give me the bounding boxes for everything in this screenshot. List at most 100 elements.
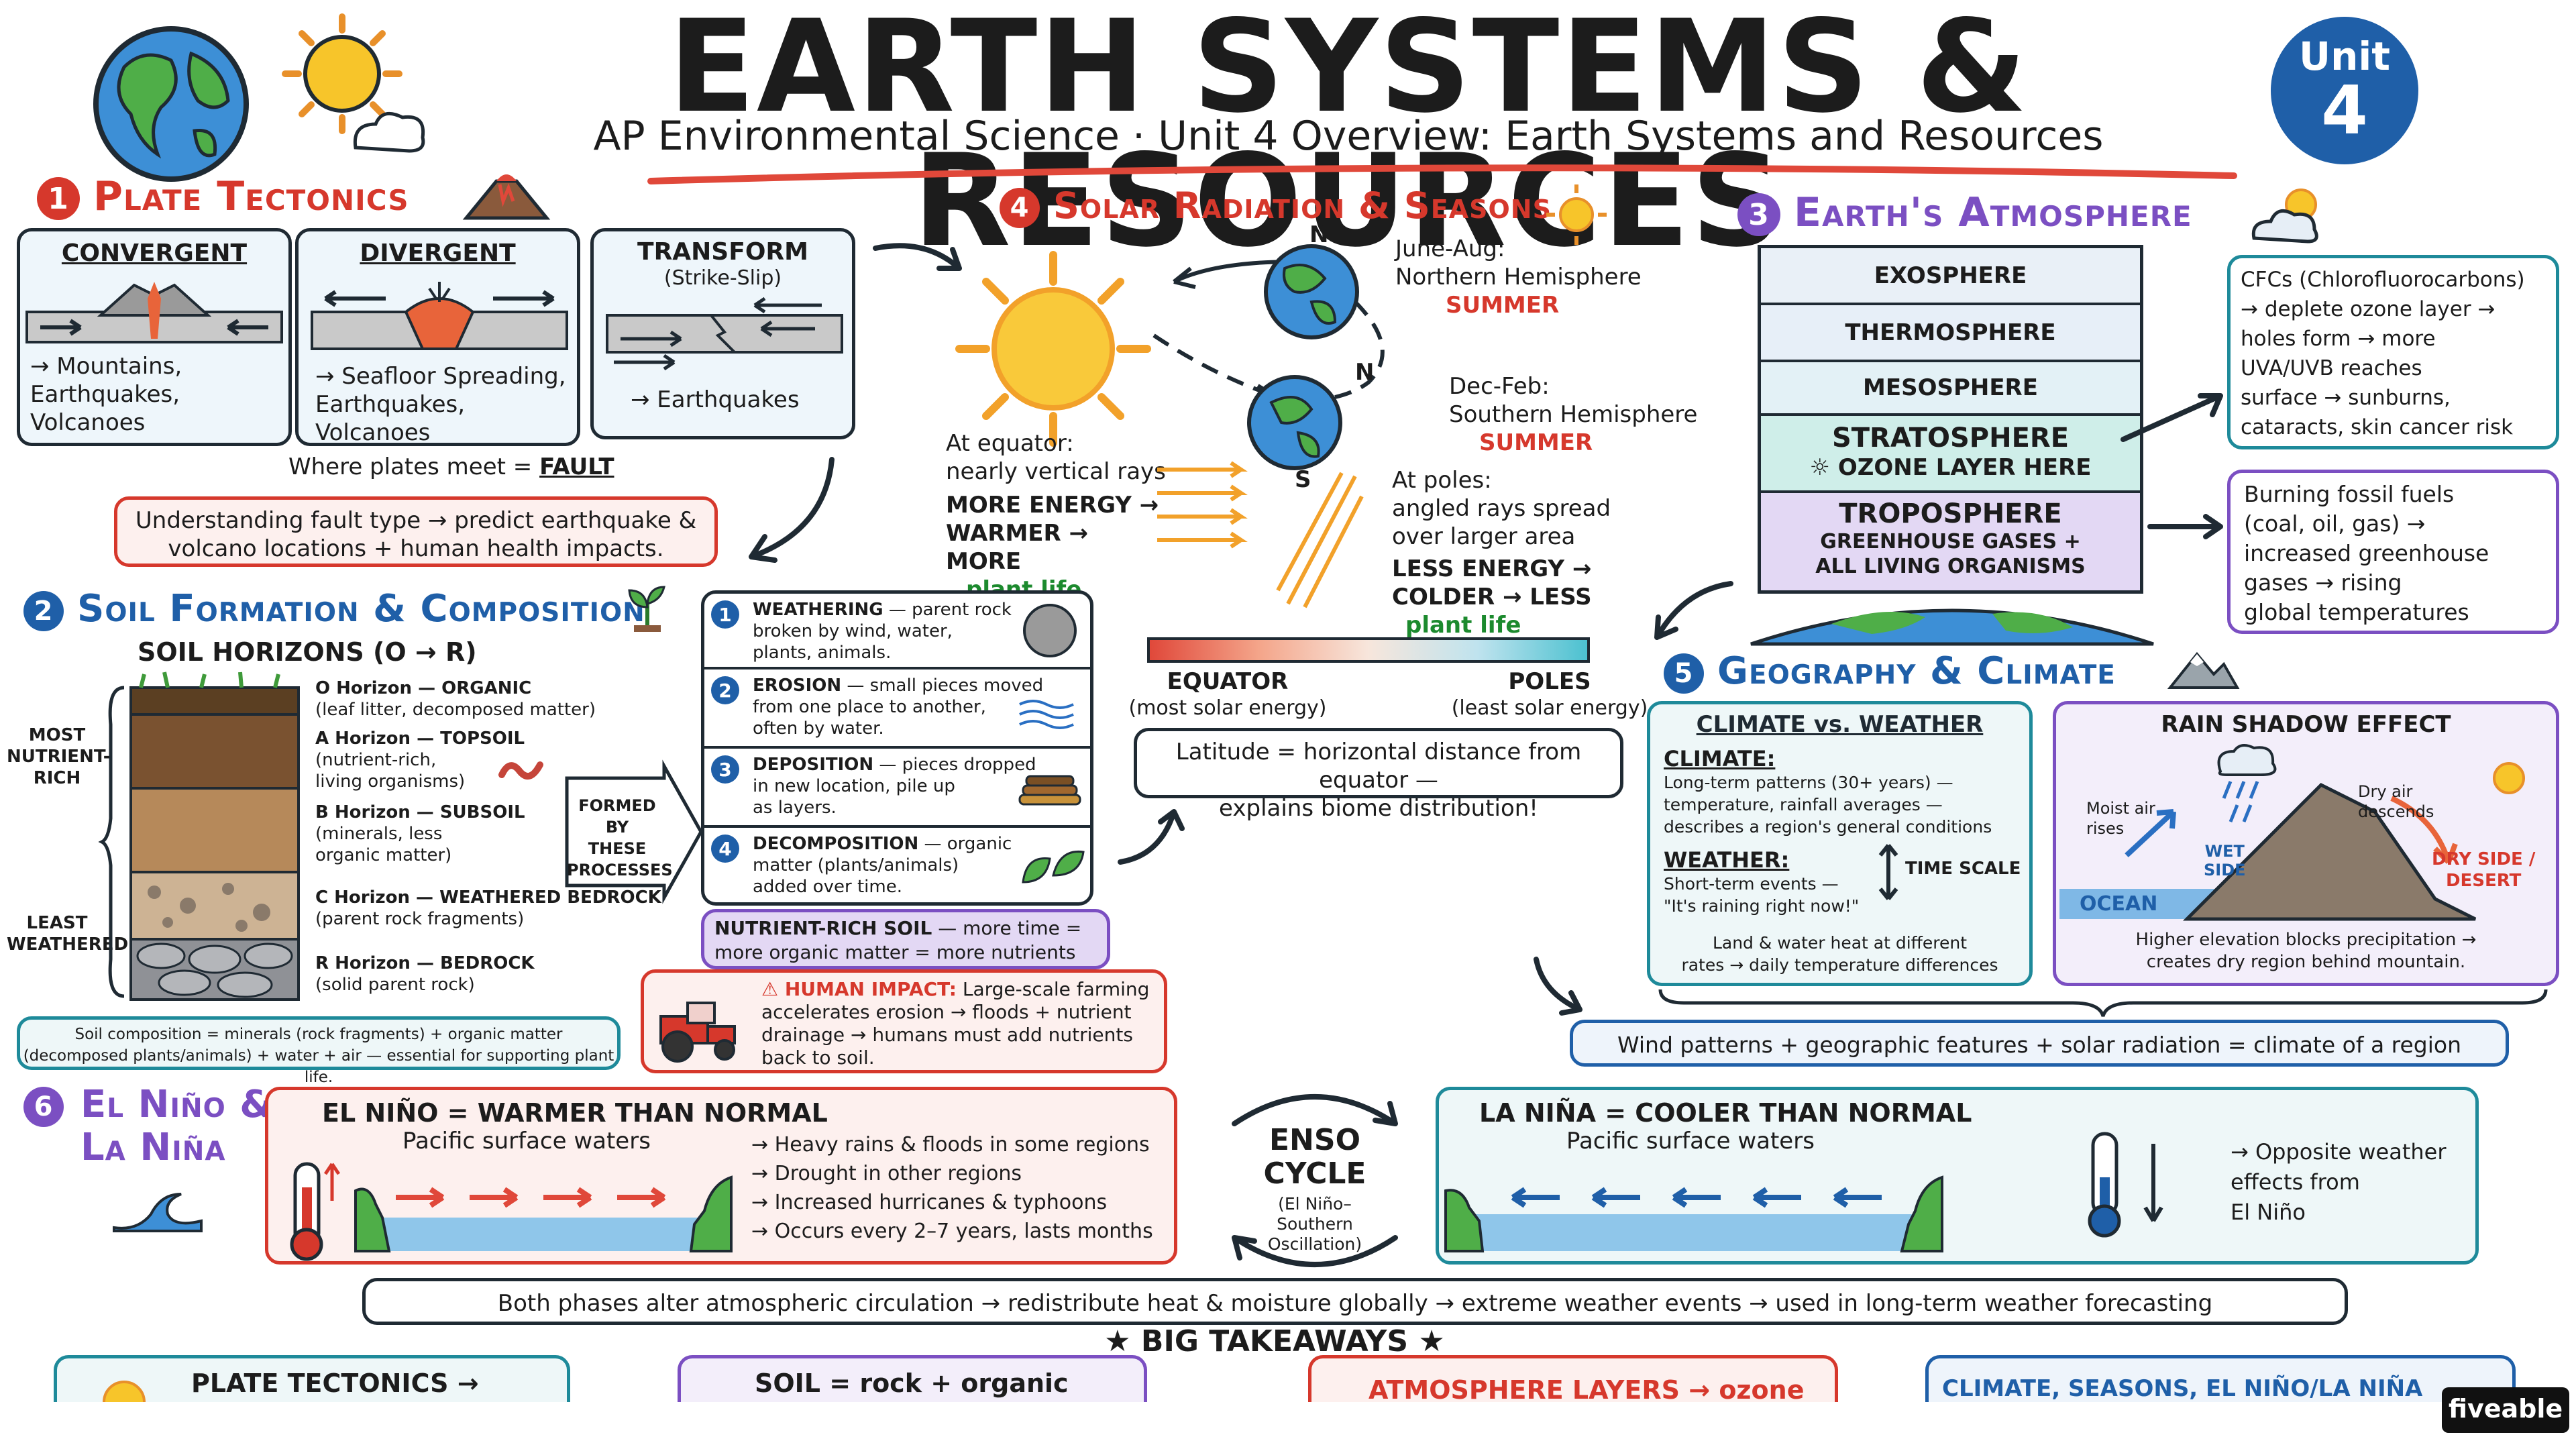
arrow-atmo-to-geo — [1644, 577, 1737, 644]
equator-energy: MORE ENERGY → WARMER → MORE — [946, 492, 1159, 575]
worm-icon — [496, 751, 550, 785]
ozone-note: ☼ OZONE LAYER HERE — [1809, 454, 2092, 481]
solar-title-sun-icon — [1543, 181, 1610, 248]
time-scale-label: TIME SCALE — [1905, 859, 2021, 879]
moist-air-label: Moist air rises — [2086, 799, 2155, 838]
enso-title-text: El Niño & La Niña — [80, 1083, 274, 1169]
la-nina-subtitle: Pacific surface waters — [1566, 1128, 1815, 1155]
ocean-label: OCEAN — [2080, 892, 2158, 916]
nutrient-rich-box: NUTRIENT-RICH SOIL — more time = more or… — [701, 909, 1110, 969]
globe-south-label: S — [1295, 466, 1311, 493]
horizon-o-name: O Horizon — ORGANIC — [315, 678, 532, 698]
convergent-title: CONVERGENT — [61, 239, 248, 267]
enso-title: 6 El Niño & La Niña — [23, 1083, 273, 1169]
dec-feb-season: SUMMER — [1479, 429, 1593, 456]
latitude-note: Latitude = horizontal distance from equa… — [1134, 728, 1623, 822]
layer-exosphere: EXOSPHERE — [1761, 248, 2140, 305]
divergent-card: DIVERGENT → Seafloor Spreading, Earthqua… — [295, 228, 580, 446]
orbit-diagram: N N S — [1134, 221, 1483, 503]
processes-box: 1 WEATHERING — parent rock broken by win… — [701, 590, 1093, 906]
divergent-title: DIVERGENT — [360, 239, 516, 267]
process-erosion-desc: — small pieces moved from one place to a… — [753, 676, 1044, 739]
arrow-strat-to-cfc — [2120, 389, 2227, 443]
transform-card: TRANSFORM (Strike-Slip) → Earthquakes — [590, 228, 855, 439]
page-subtitle: AP Environmental Science · Unit 4 Overvi… — [593, 113, 2104, 160]
land-water-note: Land & water heat at different rates → d… — [1681, 933, 1998, 975]
human-impact-title: ⚠ HUMAN IMPACT: — [761, 978, 957, 1000]
process-erosion-name: EROSION — [753, 676, 842, 696]
section-number-5: 5 — [1664, 653, 1704, 694]
most-nutrient-label: MOST NUTRIENT- RICH — [7, 725, 111, 788]
process-erosion: 2 EROSION — small pieces moved from one … — [704, 669, 1090, 749]
el-nino-box: EL NIÑO = WARMER THAN NORMAL Pacific sur… — [265, 1087, 1177, 1265]
dec-feb-note: Dec-Feb: Southern Hemisphere SUMMER — [1449, 372, 1717, 457]
weather-label: WEATHER: — [1664, 847, 1790, 873]
layer-stratosphere: STRATOSPHERE ☼ OZONE LAYER HERE — [1761, 416, 2140, 493]
el-nino-effects: → Heavy rains & floods in some regions →… — [751, 1133, 1153, 1243]
horizon-o-desc: (leaf litter, decomposed matter) — [315, 700, 596, 720]
horizon-r-desc: (solid parent rock) — [315, 975, 475, 995]
process-number-1: 1 — [711, 600, 739, 629]
climate-weather-title: CLIMATE vs. WEATHER — [1696, 711, 1984, 738]
section-number-6: 6 — [23, 1087, 64, 1127]
arrow-plate-to-soil — [738, 456, 839, 564]
wave-icon — [111, 1174, 205, 1234]
poles-rays — [1275, 470, 1368, 617]
formed-by-label: FORMED BY THESE PROCESSES — [567, 796, 673, 879]
horizon-a-desc: (nutrient-rich, living organisms) — [315, 750, 466, 792]
climate-label: CLIMATE: — [1664, 746, 1776, 771]
horizon-b-name: B Horizon — SUBSOIL — [315, 802, 525, 822]
enso-cycle-subtitle: (El Niño– Southern Oscillation) — [1267, 1194, 1362, 1254]
transform-title: TRANSFORM — [637, 238, 808, 266]
takeaway-soil: SOIL = rock + organic matter — [678, 1355, 1147, 1402]
wet-side-label: WET SIDE — [2204, 842, 2246, 879]
process-decomposition-name: DECOMPOSITION — [753, 834, 919, 854]
plate-tectonics-title: 1 Plate Tectonics — [37, 173, 409, 221]
human-impact-text: Large-scale farming accelerates erosion … — [761, 978, 1150, 1069]
unit-badge-number: 4 — [2321, 71, 2368, 150]
poles-note: At poles: angled rays spread over larger… — [1392, 466, 1627, 639]
la-nina-down-arrow — [2140, 1140, 2167, 1228]
layer-thermosphere: THERMOSPHERE — [1761, 305, 2140, 362]
el-nino-subtitle: Pacific surface waters — [402, 1128, 651, 1155]
formed-by-arrow: FORMED BY THESE PROCESSES — [564, 759, 704, 904]
process-deposition-desc: — pieces dropped in new location, pile u… — [753, 755, 1036, 818]
section-number-1: 1 — [37, 177, 80, 221]
nutrient-rich-title: NUTRIENT-RICH SOIL — [714, 917, 932, 939]
weather-text: Short-term events — "It's raining right … — [1664, 874, 1860, 916]
unit-badge-label: Unit — [2299, 34, 2390, 79]
big-sun-icon — [953, 248, 1154, 449]
process-number-4: 4 — [711, 835, 739, 863]
process-number-2: 2 — [711, 676, 739, 704]
june-aug-season: SUMMER — [1446, 292, 1560, 319]
dry-side-label: DRY SIDE / DESERT — [2432, 849, 2536, 891]
rain-shadow-title: RAIN SHADOW EFFECT — [2161, 711, 2451, 738]
soil-bracket — [98, 684, 127, 1000]
june-aug-label: June-Aug: Northern Hemisphere — [1395, 235, 1642, 290]
fault-note: Where plates meet = FAULT — [288, 453, 691, 481]
atmosphere-title-text: Earth's Atmosphere — [1794, 189, 2192, 236]
arrow-soil-to-latitude — [1114, 802, 1187, 869]
process-deposition: 3 DEPOSITION — pieces dropped in new loc… — [704, 749, 1090, 828]
arrow-solar-to-geo — [1529, 953, 1597, 1020]
section-number-4: 4 — [1000, 188, 1040, 229]
process-deposition-name: DEPOSITION — [753, 755, 874, 775]
gradient-equator-title: EQUATOR — [1167, 668, 1289, 695]
takeaway-atmosphere: ATMOSPHERE LAYERS → ozone — [1308, 1355, 1838, 1402]
layer-exosphere-name: EXOSPHERE — [1874, 262, 2027, 289]
process-weathering-name: WEATHERING — [753, 600, 883, 620]
layer-thermosphere-name: THERMOSPHERE — [1845, 319, 2056, 346]
plate-tectonics-title-text: Plate Tectonics — [93, 173, 409, 220]
enso-summary: Both phases alter atmospheric circulatio… — [362, 1278, 2348, 1325]
latitude-gradient-bar — [1147, 637, 1590, 663]
arrow-tropo-to-fossil — [2147, 510, 2227, 543]
climate-weather-box: CLIMATE vs. WEATHER CLIMATE: Long-term p… — [1647, 701, 2033, 986]
transform-subtitle: (Strike-Slip) — [663, 266, 782, 290]
climate-text: Long-term patterns (30+ years) — tempera… — [1664, 773, 1992, 837]
globe-north-label-2: N — [1355, 359, 1375, 386]
horizon-r-name: R Horizon — BEDROCK — [315, 953, 535, 973]
convergent-card: CONVERGENT → Mountains, Earthquakes, Vol… — [17, 228, 292, 446]
unit-badge: Unit 4 — [2271, 17, 2418, 164]
